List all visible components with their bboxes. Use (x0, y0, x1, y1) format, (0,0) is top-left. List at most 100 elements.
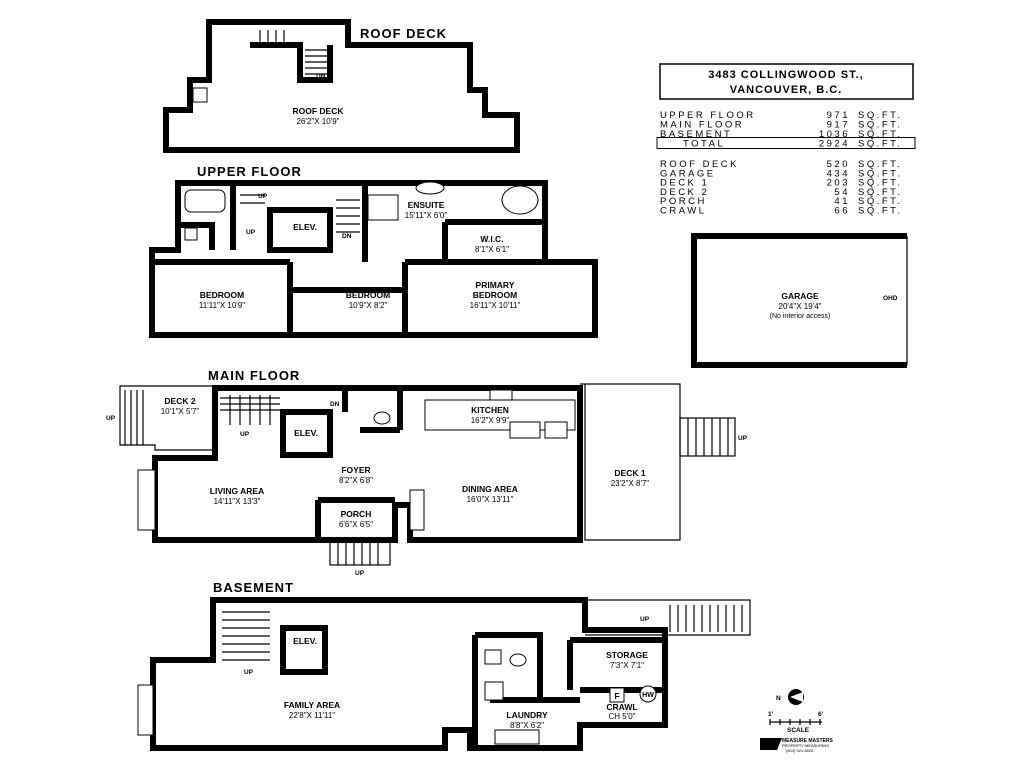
main-floor-outer-walls (152, 385, 583, 543)
area-row-value: 203 (827, 178, 850, 189)
deck1-dim: 23'2"X 8'7" (611, 479, 650, 488)
porch-stairs (329, 539, 391, 566)
area-row-label: TOTAL (683, 139, 725, 150)
area-row-value: 2924 (819, 139, 850, 150)
upper-floor-inner-walls (152, 183, 545, 335)
garage-note: (No interior access) (770, 313, 831, 320)
garage-ohd-label: OHD (883, 295, 898, 302)
area-row-unit: SQ.FT. (858, 168, 903, 179)
bedroom1-dim: 11'11"X 10'9" (199, 301, 245, 310)
main-up-label: UP (240, 431, 250, 438)
area-row-value: 520 (827, 159, 850, 170)
roof-stairs (259, 30, 330, 75)
dining-hutch (409, 489, 425, 531)
upper-floor-plan: UPPER FLOOR UP UP DN ELEV. ENSUITE 15'11… (149, 164, 598, 338)
roof-deck-dim: 26'2"X 10'9" (297, 117, 340, 126)
area-row-label: UPPER FLOOR (660, 110, 756, 121)
scale-end-label: 6' (818, 711, 824, 718)
furnace-label: F (614, 691, 619, 701)
dining-name: DINING AREA (462, 484, 518, 494)
storage-name: STORAGE (606, 650, 648, 660)
garage-walls (691, 233, 907, 368)
area-row-unit: SQ.FT. (858, 110, 903, 121)
basement-outer-walls (150, 597, 668, 751)
basement-exterior-stairs (669, 605, 743, 632)
deck2-up-label: UP (106, 415, 116, 422)
main-floor-plan: MAIN FLOOR UP DECK 2 10'1"X 5'7" UP DN (106, 368, 748, 577)
area-row-value: 434 (827, 168, 850, 179)
logo-tagline: PROPERTY MEASURING (782, 743, 829, 748)
area-row-value: 971 (827, 110, 850, 121)
ensuite-tub (501, 185, 539, 215)
basement-sink (484, 649, 502, 665)
logo-phone: (604) 921-5525 (786, 748, 814, 753)
scale-bar: 1' 6' SCALE (768, 711, 824, 734)
foyer-dim: 8'2"X 6'8" (339, 476, 373, 485)
basement-title: BASEMENT (213, 580, 294, 595)
address-line-2: VANCOUVER, B.C. (730, 84, 843, 96)
porch-dim: 6'6"X 6'5" (339, 520, 373, 529)
area-row-label: BASEMENT (660, 129, 732, 140)
crawl-name: CRAWL (606, 702, 637, 712)
north-arrow: N (776, 689, 804, 705)
area-row-unit: SQ.FT. (858, 120, 903, 131)
area-row-unit: SQ.FT. (858, 159, 903, 170)
roof-deck-title: ROOF DECK (360, 26, 447, 41)
basement-toilet (509, 653, 527, 667)
scale-label: SCALE (787, 727, 810, 734)
primary-bedroom-dim: 16'11"X 10'11" (470, 301, 521, 310)
family-window (137, 684, 154, 736)
basement-plan: BASEMENT UP UP ELEV. F (137, 580, 751, 751)
roof-deck-walls (163, 19, 520, 153)
upper-elev-label: ELEV. (293, 222, 317, 232)
area-row-unit: SQ.FT. (858, 196, 903, 207)
garage-dim: 20'4"X 19'4" (779, 302, 822, 311)
bedroom1-name: BEDROOM (200, 290, 244, 300)
foyer-name: FOYER (341, 465, 370, 475)
dining-dim: 16'0"X 13'11" (467, 495, 514, 504)
upper-bath-sink (184, 227, 198, 241)
basement-stair-landing (585, 599, 751, 636)
address-line-1: 3483 COLLINGWOOD ST., (708, 69, 863, 81)
ensuite-shower (367, 194, 399, 221)
garage-name: GARAGE (781, 291, 819, 301)
crawl-dim: CH 5'0" (608, 712, 635, 721)
ensuite-name: ENSUITE (408, 200, 445, 210)
main-elev-label: ELEV. (294, 428, 318, 438)
main-stairs (220, 395, 280, 425)
furnace-box (609, 687, 625, 703)
area-row-value: 54 (834, 187, 850, 198)
basement-shower (484, 681, 504, 701)
porch-up-label: UP (355, 570, 365, 577)
laundry-machines (494, 729, 540, 745)
storage-dim: 7'3"X 7'1" (610, 661, 644, 670)
measure-masters-logo: MEASURE MASTERS PROPERTY MEASURING (604)… (760, 738, 834, 753)
kitchen-name: KITCHEN (471, 405, 509, 415)
kitchen-island-end (544, 421, 568, 439)
porch-name: PORCH (341, 509, 372, 519)
area-row-label: DECK 1 (660, 178, 709, 189)
living-name: LIVING AREA (210, 486, 264, 496)
primary-bedroom-name-1: PRIMARY (476, 280, 515, 290)
area-row-label: CRAWL (660, 206, 706, 217)
family-name: FAMILY AREA (284, 700, 340, 710)
kitchen-sink (509, 421, 541, 439)
roof-sink (192, 87, 208, 103)
upper-dn-label: DN (342, 233, 352, 240)
logo-name: MEASURE MASTERS (782, 738, 834, 744)
powder-toilet (373, 411, 391, 425)
laundry-dim: 8'8"X 6'2" (510, 721, 544, 730)
bedroom2-name: BEDROOM (346, 290, 390, 300)
area-row-value: 917 (827, 120, 850, 131)
area-row-label: PORCH (660, 196, 707, 207)
upper-floor-title: UPPER FLOOR (197, 164, 302, 179)
main-floor-title: MAIN FLOOR (208, 368, 300, 383)
upper-up-label-1: UP (258, 193, 268, 200)
porch-walls (315, 497, 395, 540)
basement-inner-walls (280, 625, 665, 748)
primary-bedroom-name-2: BEDROOM (473, 290, 517, 300)
laundry-name: LAUNDRY (506, 710, 548, 720)
basement-exterior-up-label: UP (640, 616, 650, 623)
north-label: N (776, 695, 781, 702)
